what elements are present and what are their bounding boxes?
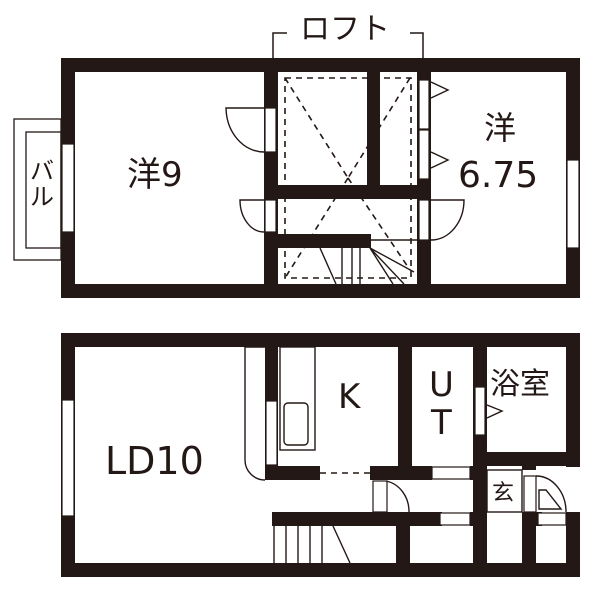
room-label-utility-t: T xyxy=(431,403,452,443)
room-label-western-675-line2: 6.75 xyxy=(458,155,539,196)
room-label-entrance: 玄 xyxy=(492,481,515,506)
room-label-western-9: 洋9 xyxy=(127,155,183,195)
room-label-kitchen: K xyxy=(338,377,361,417)
room-label-bath: 浴室 xyxy=(490,367,550,402)
loft-label: ロフト xyxy=(300,12,390,47)
balcony-label: バル xyxy=(30,157,54,211)
room-label-ld: LD10 xyxy=(105,439,204,483)
room-label-utility-u: U xyxy=(429,365,454,405)
room-label-western-675-line1: 洋 xyxy=(484,109,517,147)
